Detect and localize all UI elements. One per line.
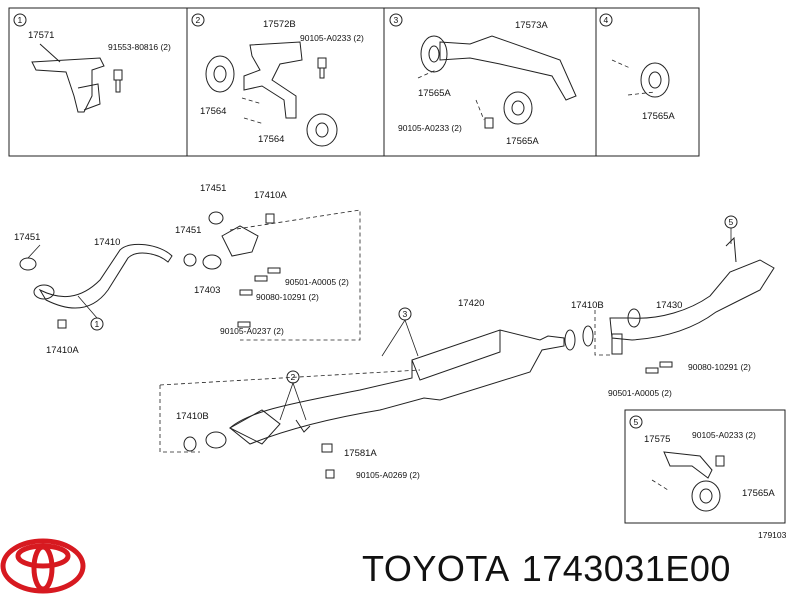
label-17573a: 17573A bbox=[515, 20, 548, 31]
diagram-code: 179103 bbox=[758, 530, 787, 540]
label-17403: 17403 bbox=[194, 285, 220, 296]
label-17410b-left: 17410B bbox=[176, 411, 209, 422]
label-90501-a0005-right: 90501-A0005 (2) bbox=[608, 388, 672, 398]
label-17564-a: 17564 bbox=[200, 106, 226, 117]
label-17565a-p4: 17565A bbox=[642, 111, 675, 122]
label-90105-a0233-p3: 90105-A0233 (2) bbox=[398, 123, 462, 133]
label-17572b: 17572B bbox=[263, 19, 296, 30]
label-90080-10291-right: 90080-10291 (2) bbox=[688, 362, 751, 372]
label-90105-a0233-p2: 90105-A0233 (2) bbox=[300, 33, 364, 43]
toyota-logo-icon bbox=[0, 538, 86, 594]
label-91553-80816: 91553-80816 (2) bbox=[108, 42, 171, 52]
panel-4-number: 4 bbox=[604, 15, 609, 25]
label-90105-a0233-p5: 90105-A0233 (2) bbox=[692, 430, 756, 440]
label-17430: 17430 bbox=[656, 300, 682, 311]
bracket-17572b-drawing bbox=[205, 41, 338, 147]
label-17420: 17420 bbox=[458, 298, 484, 309]
panel-1-number: 1 bbox=[18, 15, 23, 25]
label-17571: 17571 bbox=[28, 30, 54, 41]
label-90501-a0005-left: 90501-A0005 (2) bbox=[285, 277, 349, 287]
panel-5-number: 5 bbox=[634, 417, 639, 427]
callout-5: 5 bbox=[729, 217, 734, 227]
hanger-17565a-drawing bbox=[640, 62, 670, 98]
label-17410b-right: 17410B bbox=[571, 300, 604, 311]
exhaust-system-drawing bbox=[19, 211, 775, 512]
panel-5-frame bbox=[624, 409, 786, 524]
label-17565a-p5: 17565A bbox=[742, 488, 775, 499]
panel-2-number: 2 bbox=[196, 15, 201, 25]
label-17451-left: 17451 bbox=[14, 232, 40, 243]
bracket-17571-drawing bbox=[31, 43, 123, 113]
brand-make: TOYOTA bbox=[362, 548, 510, 589]
label-17575: 17575 bbox=[644, 434, 670, 445]
brand-part-number: 1743031E00 bbox=[521, 548, 731, 589]
label-17565a-p3b: 17565A bbox=[506, 136, 539, 147]
label-90080-10291-left: 90080-10291 (2) bbox=[256, 292, 319, 302]
bracket-17573a-drawing bbox=[420, 35, 577, 129]
label-17565a-p3a: 17565A bbox=[418, 88, 451, 99]
callout-1: 1 bbox=[95, 319, 100, 329]
label-17410: 17410 bbox=[94, 237, 120, 248]
brand-line: TOYOTA 1743031E00 bbox=[362, 548, 743, 590]
top-panels-frame bbox=[8, 7, 700, 157]
panel-3-number: 3 bbox=[394, 15, 399, 25]
label-17581a: 17581A bbox=[344, 448, 377, 459]
label-17564-b: 17564 bbox=[258, 134, 284, 145]
callout-3: 3 bbox=[403, 309, 408, 319]
label-17451-mid: 17451 bbox=[175, 225, 201, 236]
callout-2: 2 bbox=[291, 372, 296, 382]
label-90105-a0237: 90105-A0237 (2) bbox=[220, 326, 284, 336]
label-17410a-top: 17410A bbox=[254, 190, 287, 201]
label-17410a-bottom: 17410A bbox=[46, 345, 79, 356]
label-17451-top: 17451 bbox=[200, 183, 226, 194]
label-90105-a0269: 90105-A0269 (2) bbox=[356, 470, 420, 480]
